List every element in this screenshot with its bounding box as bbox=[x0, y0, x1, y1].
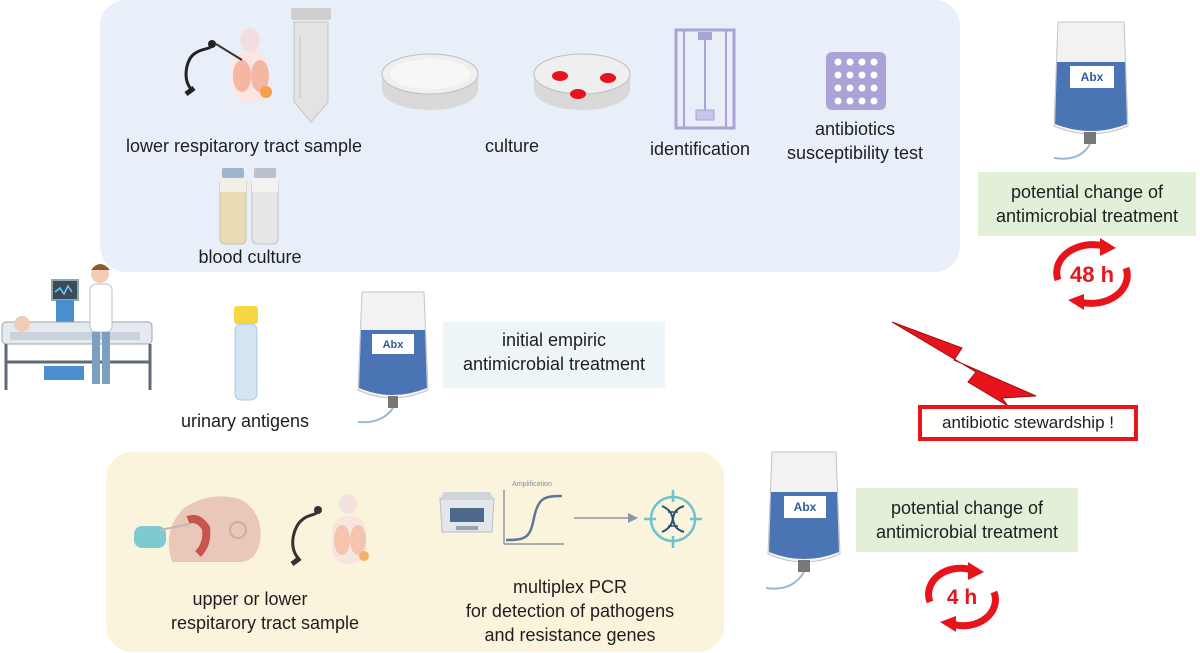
pcr-label-line3: and resistance genes bbox=[484, 625, 656, 645]
petri-dish-empty-icon bbox=[381, 53, 479, 110]
initial-treatment-box: initial empiric antimicrobial treatment bbox=[443, 322, 665, 388]
pcr-label-line2: for detection of pathogens bbox=[465, 601, 675, 621]
nasal-swab-head-icon bbox=[134, 496, 261, 562]
pcr-label-line1: multiplex PCR bbox=[512, 577, 628, 597]
cycle-4h-icon: 4 h bbox=[925, 562, 999, 632]
bag-label-text: Abx bbox=[1081, 70, 1104, 84]
ast-label-line1: antibiotics bbox=[814, 119, 896, 139]
amplification-label: Amplification bbox=[512, 481, 552, 488]
ast-label-line2: susceptibility test bbox=[786, 143, 924, 163]
urine-tube-icon bbox=[234, 306, 258, 401]
patient-bed-doctor-icon bbox=[1, 264, 153, 390]
amplification-curve-icon: Amplification bbox=[503, 481, 564, 545]
blood-culture-bottles-icon bbox=[219, 168, 279, 245]
change-48h-line2: antimicrobial treatment bbox=[995, 206, 1179, 226]
identification-label: identification bbox=[649, 139, 751, 159]
pcr-machine-icon bbox=[439, 492, 495, 533]
lower-sample-label: lower respitarory tract sample bbox=[125, 136, 363, 156]
dna-target-icon bbox=[644, 490, 702, 548]
change-treatment-48h-box: potential change of antimicrobial treatm… bbox=[978, 172, 1196, 236]
abx-bag-initial-icon: Abx bbox=[357, 291, 429, 424]
sample-tube-icon bbox=[291, 8, 331, 123]
lightning-bolt-icon bbox=[891, 321, 1037, 407]
urinary-antigens-label: urinary antigens bbox=[180, 411, 310, 431]
antibiotic-stewardship-box: antibiotic stewardship ! bbox=[918, 405, 1138, 441]
initial-treatment-line2: antimicrobial treatment bbox=[462, 354, 646, 374]
change-treatment-4h-box: potential change of antimicrobial treatm… bbox=[856, 488, 1078, 552]
cycle-48h-icon: 48 h bbox=[1053, 238, 1131, 310]
abx-bag-48h-icon: Abx bbox=[1053, 21, 1129, 160]
ast-plate-icon bbox=[826, 52, 886, 110]
petri-dish-colonies-icon bbox=[533, 53, 631, 110]
upper-lower-sample-line1: upper or lower bbox=[192, 589, 308, 609]
identification-instrument-icon bbox=[674, 28, 736, 130]
bag-label-text: Abx bbox=[794, 500, 817, 514]
abx-bag-4h-icon: Abx bbox=[765, 451, 841, 590]
change-48h-line1: potential change of bbox=[1010, 182, 1164, 202]
time-4h-label: 4 h bbox=[947, 586, 977, 609]
blood-culture-label: blood culture bbox=[198, 247, 302, 267]
upper-lower-sample-line2: respitarory tract sample bbox=[170, 613, 360, 633]
change-4h-line1: potential change of bbox=[890, 498, 1044, 518]
bronchoscope-lungs-bottom-icon bbox=[290, 494, 369, 566]
bronchoscope-lungs-icon bbox=[184, 28, 272, 102]
change-4h-line2: antimicrobial treatment bbox=[875, 522, 1059, 542]
time-48h-label: 48 h bbox=[1070, 262, 1114, 287]
bag-label-text: Abx bbox=[383, 339, 405, 351]
initial-treatment-line1: initial empiric bbox=[501, 330, 607, 350]
culture-label: culture bbox=[484, 136, 540, 156]
arrow-right-icon bbox=[574, 513, 638, 523]
